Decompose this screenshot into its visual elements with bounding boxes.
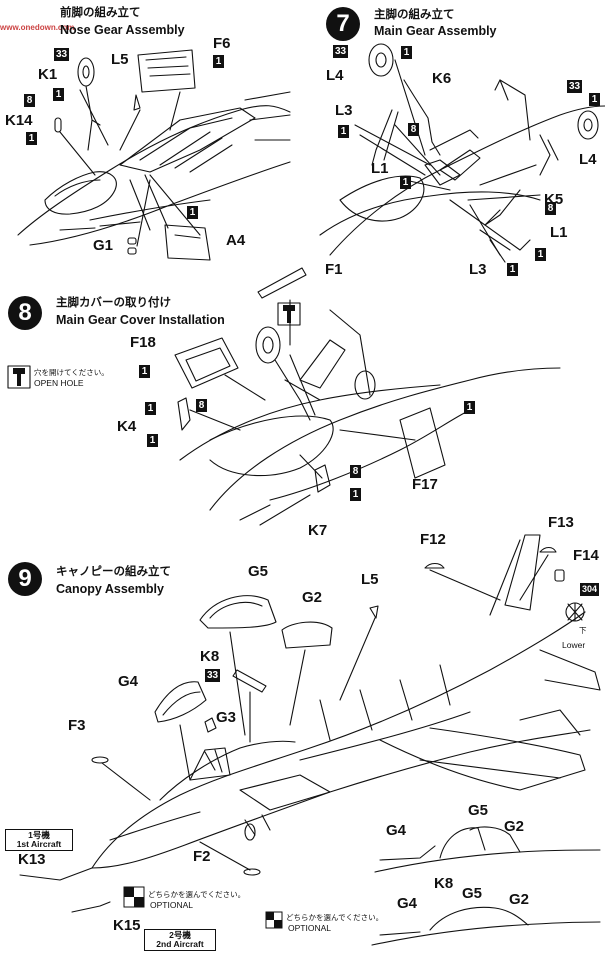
part-K1: K1 [38,66,58,83]
aircraft1-en: 1st Aircraft [16,839,62,849]
part-G1: G1 [93,237,114,254]
optional-note-en-1: OPTIONAL [150,900,193,910]
qty-box: 1 [400,176,411,189]
part-L1-b: L1 [550,224,568,241]
qty-box: 1 [589,93,600,106]
qty-box: 1 [338,125,349,138]
part-G2-a: G2 [302,589,323,606]
qty-box: 1 [507,263,518,276]
part-F17: F17 [412,476,438,493]
part-K8-b: K8 [434,875,454,892]
part-F1: F1 [325,261,343,278]
step9-aircraft-drawing [7,365,601,946]
qty-box: 8 [545,202,556,215]
qty-box: 304 [580,583,599,596]
step8-fuselage-drawing [174,267,561,526]
qty-box: 33 [333,45,348,58]
step6-fuselage-drawing [17,49,291,261]
qty-box: 1 [139,365,150,378]
part-K13: K13 [18,851,46,868]
part-G5-b: G5 [468,802,489,819]
qty-box: 33 [567,80,582,93]
part-F14: F14 [573,547,599,564]
part-L5-b: L5 [361,571,379,588]
part-G5-c: G5 [462,885,483,902]
part-K15: K15 [113,917,141,934]
qty-box: 1 [213,55,224,68]
step7-fuselage-drawing [319,43,605,263]
part-K6: K6 [432,70,452,87]
step9-title-jp: キャノピーの組み立て [56,566,171,578]
qty-box: 1 [26,132,37,145]
qty-box: 33 [54,48,69,61]
part-L3-b: L3 [469,261,487,278]
part-L4-a: L4 [326,67,344,84]
qty-box: 1 [464,401,475,414]
step8-title-en: Main Gear Cover Installation [56,313,225,327]
optional-note-en-2: OPTIONAL [288,923,331,933]
optional-note-jp-2: どちらかを選んでください。 [286,913,384,922]
qty-box: 8 [408,123,419,136]
step7-number: 7 [326,7,360,41]
step8-number: 8 [8,296,42,330]
part-F12: F12 [420,531,446,548]
aircraft1-label: 1号機 1st Aircraft [5,829,73,851]
open-hole-jp: 穴を開けてください。 [34,368,109,377]
step6-title-en: Nose Gear Assembly [60,23,185,37]
step6-title-jp: 前脚の組み立て [60,7,141,19]
part-F18: F18 [130,334,156,351]
aircraft1-jp: 1号機 [28,830,50,840]
lower-note-jp: 下 [579,626,587,635]
qty-box: 1 [535,248,546,261]
qty-box: 1 [187,206,198,219]
part-G4-c: G4 [397,895,418,912]
aircraft2-en: 2nd Aircraft [156,939,204,949]
part-G4-b: G4 [386,822,407,839]
qty-box: 1 [401,46,412,59]
qty-box: 8 [196,399,207,412]
step9-title-en: Canopy Assembly [56,582,164,596]
part-K14: K14 [5,112,33,129]
optional-note-jp-1: どちらかを選んでください。 [148,890,246,899]
step8-title-jp: 主脚カバーの取り付け [56,297,171,309]
part-A4: A4 [226,232,246,249]
qty-box: 1 [147,434,158,447]
open-hole-en: OPEN HOLE [34,378,84,388]
part-F6: F6 [213,35,231,52]
watermark: www.onedown.com [0,23,75,32]
part-K4: K4 [117,418,137,435]
step7-title-jp: 主脚の組み立て [374,9,455,21]
part-L3-a: L3 [335,102,353,119]
part-L5-a: L5 [111,51,129,68]
part-F3: F3 [68,717,86,734]
part-F2: F2 [193,848,211,865]
lower-note-en: Lower [562,640,586,650]
part-F13: F13 [548,514,574,531]
qty-box: 8 [350,465,361,478]
part-L4-b: L4 [579,151,597,168]
part-K7: K7 [308,522,328,539]
qty-box: 1 [145,402,156,415]
step7-title-en: Main Gear Assembly [374,24,497,38]
part-G2-b: G2 [504,818,525,835]
part-G3: G3 [216,709,237,726]
qty-box: 1 [350,488,361,501]
part-G5-a: G5 [248,563,269,580]
part-L1-a: L1 [371,160,389,177]
part-G4-a: G4 [118,673,139,690]
qty-box: 8 [24,94,35,107]
qty-box: 33 [205,669,220,682]
aircraft2-jp: 2号機 [169,930,191,940]
part-G2-c: G2 [509,891,530,908]
step9-number: 9 [8,562,42,596]
part-K8-a: K8 [200,648,220,665]
qty-box: 1 [53,88,64,101]
aircraft2-label: 2号機 2nd Aircraft [144,929,216,951]
